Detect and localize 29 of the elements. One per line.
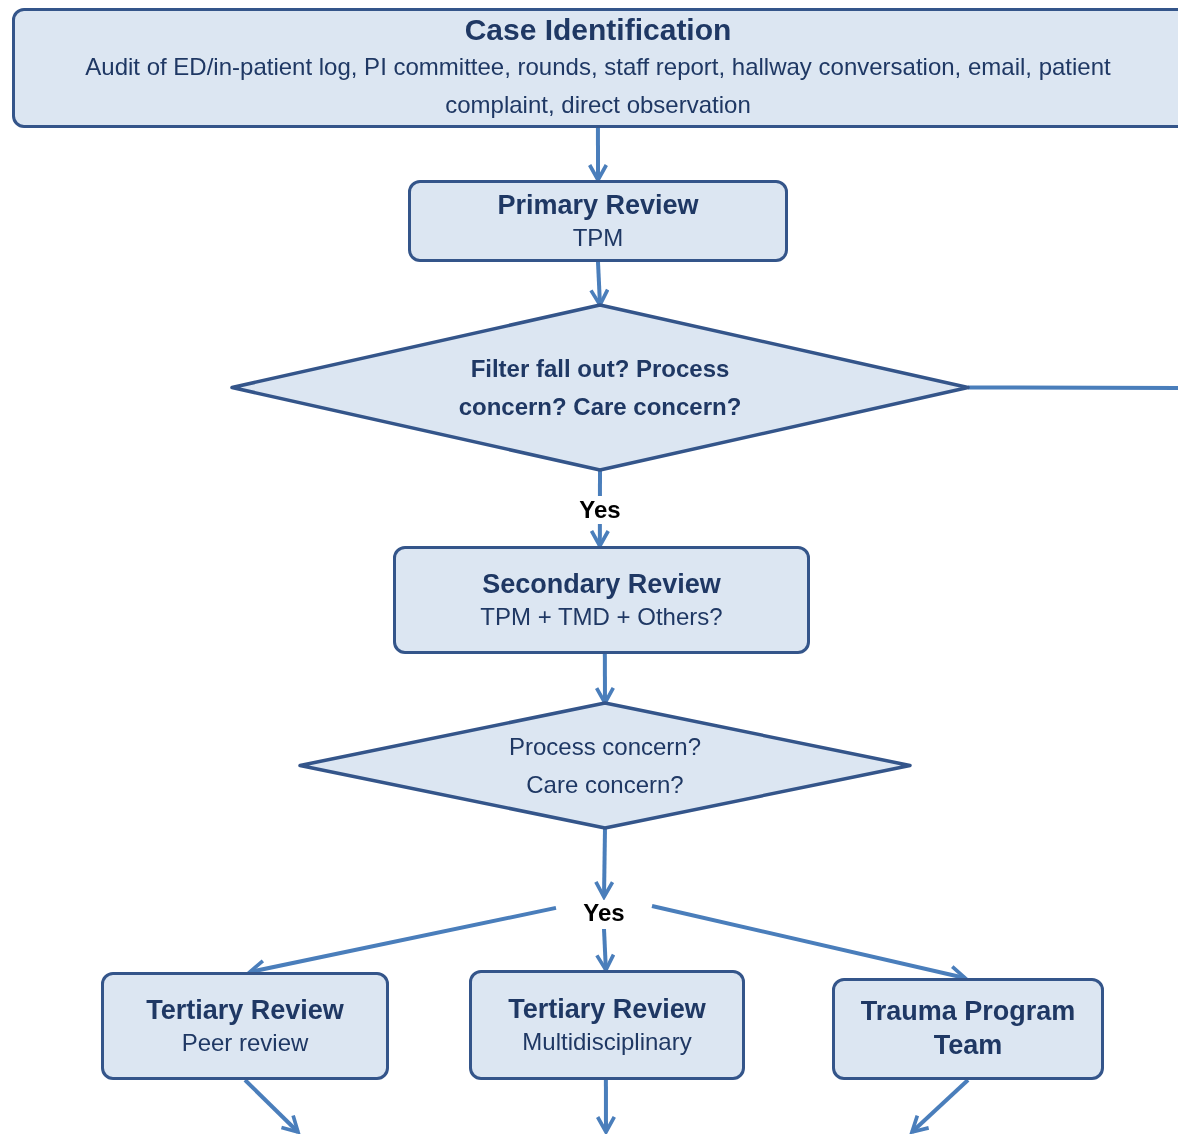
box-text: TPM <box>572 222 624 253</box>
decision-text: Filter fall out? Process concern? Care concern? <box>457 354 743 422</box>
process-box <box>12 8 1178 128</box>
arrow <box>595 928 616 972</box>
process-box <box>469 970 745 1080</box>
box-text: Audit of ED/in-patient log, PI committee, rounds, staff report, hallway conversation, email, patient complaint, direct observation <box>84 51 1112 120</box>
box-text: Peer review <box>181 1027 309 1058</box>
process-box <box>393 546 810 654</box>
arrow <box>589 261 610 307</box>
box-heading: Tertiary Review <box>146 994 344 1028</box>
process-box <box>101 972 389 1080</box>
box-heading: Tertiary Review <box>508 993 706 1027</box>
arrow <box>243 1078 300 1134</box>
arrow <box>595 1080 617 1134</box>
arrow <box>594 827 615 899</box>
arrow <box>587 128 609 182</box>
connector-line <box>968 385 1178 390</box>
box-text: Multidisciplinary <box>522 1026 692 1057</box>
box-text: TPM + TMD + Others? <box>480 601 723 632</box>
box-heading: Trauma Program Team <box>859 995 1077 1062</box>
box-heading: Primary Review <box>497 189 699 223</box>
process-box <box>408 180 788 262</box>
decision-text: Process concern? Care concern? <box>507 732 703 800</box>
branch-label: Yes <box>583 898 625 928</box>
arrow <box>910 1078 970 1134</box>
process-box <box>832 978 1104 1080</box>
arrow <box>594 654 616 705</box>
box-heading: Case Identification <box>463 11 733 48</box>
box-heading: Secondary Review <box>482 568 721 602</box>
